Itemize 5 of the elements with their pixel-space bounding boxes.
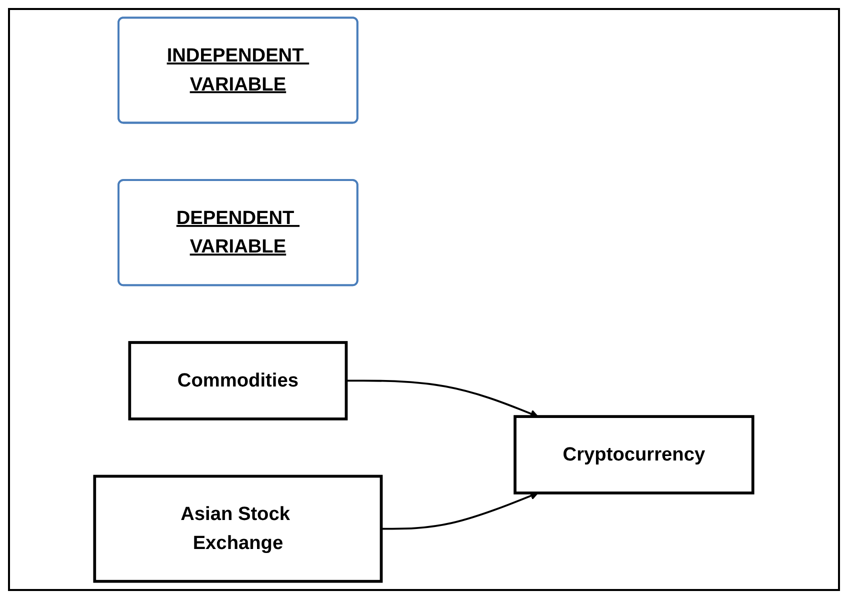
node-box: Asian Stock Exchange: [93, 474, 383, 583]
arrow: [382, 492, 539, 530]
node-box: Cryptocurrency: [514, 415, 755, 494]
node-box: Commodities: [128, 341, 348, 420]
arrow: [346, 380, 539, 418]
